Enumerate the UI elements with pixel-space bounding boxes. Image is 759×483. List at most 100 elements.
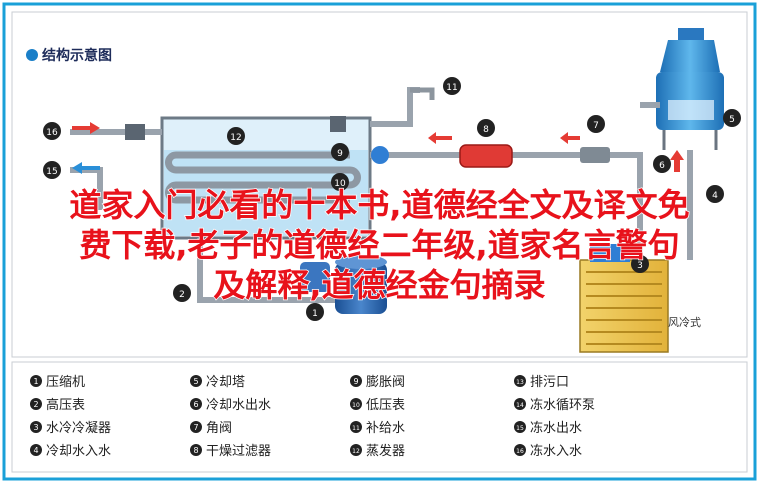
legend-number-badge <box>190 398 202 410</box>
svg-text:8: 8 <box>483 125 489 135</box>
callout-6: 6 <box>653 155 671 173</box>
chilled-inlet-valve <box>125 124 145 140</box>
legend-number-badge <box>30 398 42 410</box>
air-cooled-condenser <box>579 244 669 353</box>
legend-number-badge <box>514 398 526 410</box>
callout-3: 3 <box>631 255 649 273</box>
legend-number: 10 <box>352 402 360 409</box>
legend-label: 膨胀阀 <box>366 375 405 390</box>
callout-9: 9 <box>331 143 349 161</box>
legend-label: 干燥过滤器 <box>206 444 271 459</box>
legend-number-badge <box>514 375 526 387</box>
legend-label: 低压表 <box>366 398 405 413</box>
callout-2: 2 <box>173 284 191 302</box>
overlay-line-3: 及解释,道德经金句摘录 <box>213 265 547 305</box>
legend-item-6: 6 冷却水出水 <box>190 398 271 413</box>
legend-item-1: 1 压缩机 <box>30 374 85 390</box>
legend-number: 3 <box>33 423 38 432</box>
legend-number-badge <box>30 421 42 433</box>
legend-number: 1 <box>33 377 38 386</box>
legend-panel <box>11 361 748 473</box>
legend-item-8: 8 干燥过滤器 <box>190 444 271 459</box>
legend-number-badge <box>514 421 526 433</box>
legend-label: 角阀 <box>206 421 232 436</box>
svg-text:12: 12 <box>230 133 241 143</box>
compressor <box>335 255 387 314</box>
legend-label: 冷却塔 <box>206 375 245 390</box>
svg-text:15: 15 <box>46 167 57 177</box>
legend-label: 冻水循环泵 <box>530 397 595 413</box>
angle-valve <box>580 147 610 163</box>
legend-label: 补给水 <box>366 421 405 436</box>
legend-label: 高压表 <box>46 397 85 413</box>
legend-number: 11 <box>352 425 360 432</box>
callout-5: 5 <box>723 109 741 127</box>
callout-12: 12 <box>227 127 245 145</box>
callout-7: 7 <box>587 115 605 133</box>
legend-number-badge <box>190 421 202 433</box>
svg-text:7: 7 <box>593 121 599 131</box>
legend-number: 5 <box>193 377 198 386</box>
evaporator-valve <box>330 116 346 132</box>
legend-item-4: 4 冷却水入水 <box>30 444 111 459</box>
legend-item-7: 7 角阀 <box>190 421 232 436</box>
legend-label: 冻水入水 <box>530 443 582 459</box>
callout-16: 16 <box>43 122 61 140</box>
legend-number: 13 <box>516 379 524 386</box>
legend-number: 12 <box>352 448 360 455</box>
expansion-valve <box>371 146 389 164</box>
callout-10: 10 <box>331 173 349 191</box>
svg-text:4: 4 <box>712 191 718 201</box>
legend-number: 6 <box>193 400 198 409</box>
legend-item-13: 13 排污口 <box>514 375 569 390</box>
legend-label: 冷却水入水 <box>46 444 111 459</box>
svg-text:9: 9 <box>337 149 343 159</box>
legend-number-badge <box>350 444 362 456</box>
legend-label: 冷却水出水 <box>206 398 271 413</box>
legend-number: 9 <box>353 377 358 386</box>
legend-item-14: 14 冻水循环泵 <box>514 397 595 413</box>
legend-number-badge <box>350 421 362 433</box>
dryer-filter <box>459 144 513 168</box>
legend-item-2: 2 高压表 <box>30 397 85 413</box>
legend-label: 压缩机 <box>46 374 85 390</box>
evaporator-tank <box>160 116 372 240</box>
svg-text:6: 6 <box>659 161 665 171</box>
callout-1: 1 <box>306 303 324 321</box>
title-bullet-icon <box>26 49 38 61</box>
legend-label: 排污口 <box>530 375 569 390</box>
diagram-title: 结构示意图 <box>42 47 112 64</box>
callout-4: 4 <box>706 185 724 203</box>
cooling-tower <box>656 28 724 150</box>
makeup-water-faucet <box>410 87 435 100</box>
legend-number: 4 <box>33 446 38 455</box>
svg-text:1: 1 <box>312 309 318 319</box>
legend-number: 2 <box>33 400 38 409</box>
svg-text:3: 3 <box>637 261 643 271</box>
legend-number-badge <box>30 444 42 456</box>
chilled-pump <box>300 262 330 292</box>
callout-8: 8 <box>477 119 495 137</box>
svg-text:16: 16 <box>46 128 58 138</box>
overlay-line-1: 道家入门必看的十本书,道德经全文及译文免 <box>69 185 691 225</box>
overlay-headline: 道家入门必看的十本书,道德经全文及译文免 费下载,老子的道德经二年级,道家名言警… <box>0 185 759 305</box>
legend-label: 冻水出水 <box>530 420 582 436</box>
legend-number: 14 <box>516 402 524 409</box>
overlay-line-2: 费下载,老子的道德经二年级,道家名言警句 <box>79 225 681 265</box>
legend-number: 8 <box>193 446 198 455</box>
svg-text:11: 11 <box>446 83 457 93</box>
legend-item-11: 11 补给水 <box>350 421 405 436</box>
legend-number-badge <box>350 375 362 387</box>
legend-number-badge <box>514 444 526 456</box>
air-cooled-label: 风冷式 <box>668 316 701 329</box>
legend-number-badge <box>350 398 362 410</box>
legend-number: 7 <box>193 423 198 432</box>
svg-text:10: 10 <box>334 179 346 189</box>
callout-15: 15 <box>43 161 61 179</box>
